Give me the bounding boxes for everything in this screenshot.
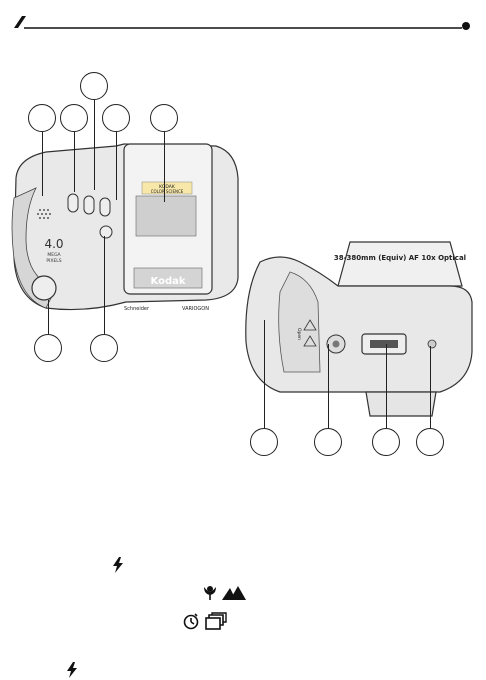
leader-line bbox=[430, 346, 431, 428]
leader-line bbox=[264, 320, 265, 428]
leader-line bbox=[328, 344, 329, 428]
leader-line bbox=[74, 132, 75, 192]
flash-icon bbox=[113, 557, 123, 573]
leader-line bbox=[48, 300, 49, 334]
badge-line2: COLOR SCIENCE bbox=[151, 189, 184, 194]
camera-top-view: KODAK COLOR SCIENCE Kodak 4.0 MEGA PIXEL… bbox=[11, 143, 239, 312]
callout-4 bbox=[102, 104, 130, 132]
lens-spec-text: 38-380mm (Equiv) AF 10x Optical bbox=[334, 254, 466, 262]
speaker-grille bbox=[37, 209, 51, 219]
leader-line bbox=[104, 236, 105, 334]
callout-10 bbox=[372, 428, 400, 456]
callout-7 bbox=[90, 334, 118, 362]
megapixel-word2: PIXELS bbox=[46, 258, 61, 264]
landscape-icon bbox=[222, 586, 246, 600]
leader-line bbox=[386, 344, 387, 428]
page-header-rule bbox=[14, 16, 470, 30]
leader-line bbox=[116, 132, 117, 200]
self-timer-icon bbox=[183, 613, 199, 630]
badge-line1: KODAK bbox=[159, 184, 176, 190]
pen-nib-icon bbox=[14, 16, 26, 28]
brand-label: Kodak bbox=[151, 276, 186, 287]
lens-maker: Schneider bbox=[124, 306, 150, 312]
leader-line bbox=[42, 132, 43, 196]
door-label: Open bbox=[296, 328, 302, 340]
burst-icon bbox=[205, 612, 227, 630]
leader-line bbox=[94, 100, 95, 190]
megapixel-number: 4.0 bbox=[44, 237, 63, 251]
lens-name: VARIOGON bbox=[182, 306, 209, 312]
callout-3 bbox=[60, 104, 88, 132]
callout-1 bbox=[80, 72, 108, 100]
leader-line bbox=[164, 132, 165, 202]
camera-bottom-view: 38-380mm (Equiv) AF 10x Optical Open bbox=[245, 241, 473, 417]
macro-icon bbox=[204, 586, 216, 600]
callout-8 bbox=[250, 428, 278, 456]
megapixel-word1: MEGA bbox=[47, 252, 61, 258]
header-dot bbox=[462, 22, 470, 30]
callout-11 bbox=[416, 428, 444, 456]
callout-9 bbox=[314, 428, 342, 456]
callout-6 bbox=[34, 334, 62, 362]
flash-icon bbox=[67, 662, 77, 678]
callout-2 bbox=[28, 104, 56, 132]
callout-5 bbox=[150, 104, 178, 132]
